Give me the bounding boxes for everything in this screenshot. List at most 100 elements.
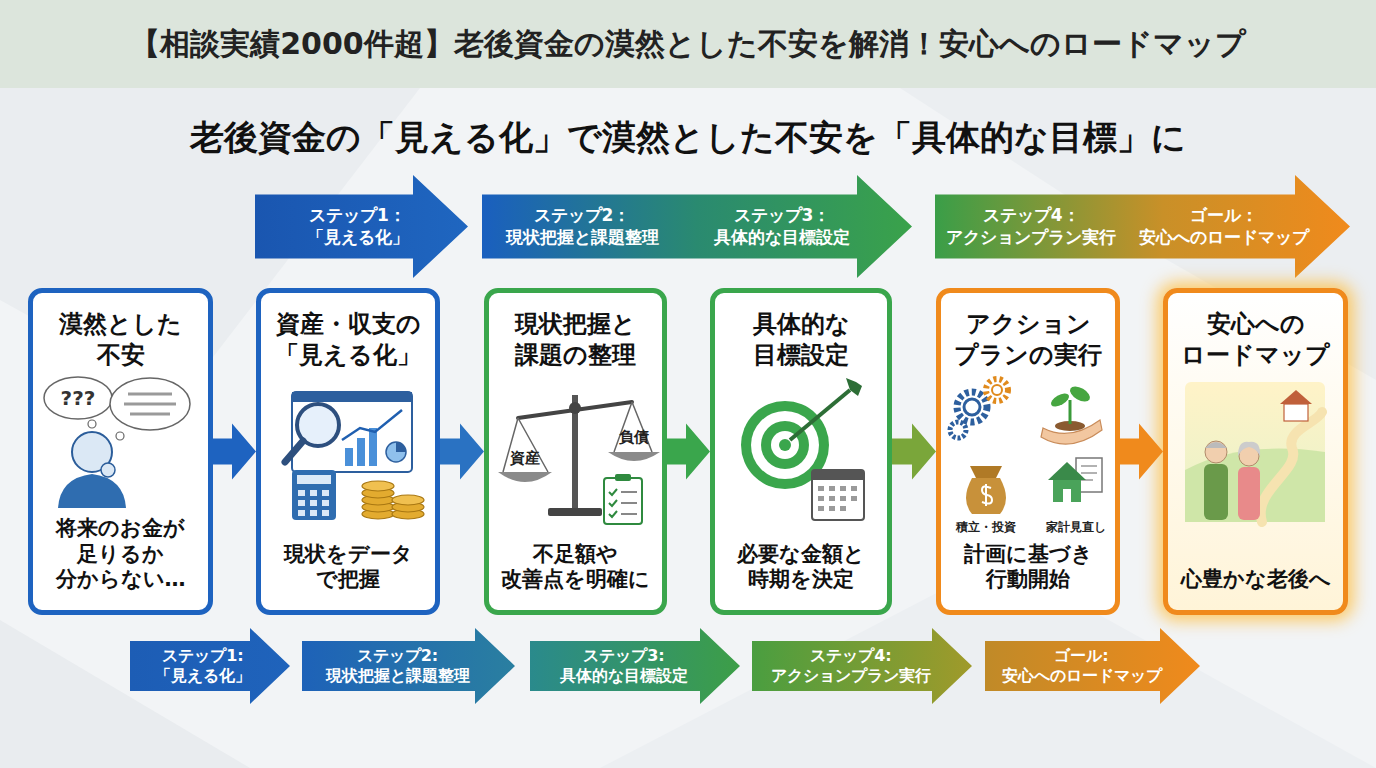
- coin: [392, 495, 424, 505]
- scale-beam: [518, 402, 632, 418]
- step-label: ステップ3: 具体的な目標設定: [540, 646, 708, 686]
- step-label: ステップ4： アクションプラン実行: [942, 205, 1120, 248]
- scribble-lines: [124, 394, 176, 414]
- step-arrow-banner: ステップ4： アクションプラン実行ゴール： 安心へのロードマップ: [935, 175, 1350, 278]
- calendar-days: [818, 486, 857, 511]
- house-wall: [1284, 404, 1308, 421]
- step-label: ステップ2： 現状把握と課題整理: [493, 205, 671, 248]
- step-label: ステップ1： 「見える化」: [269, 205, 447, 248]
- trend-line: [342, 410, 402, 440]
- house-wall: [1053, 480, 1081, 502]
- step-arrow-banner: ステップ1: 「見える化」: [130, 628, 290, 704]
- arrow-fill: [985, 628, 1200, 704]
- box-description: 不足額や 改善点を明確に: [496, 542, 656, 592]
- step-label: ゴール： 安心へのロードマップ: [1135, 205, 1313, 248]
- process-box: 安心への ロードマップ心豊かな老後へ: [1163, 288, 1348, 615]
- person-head: [1205, 441, 1227, 463]
- money-bag-knot: [970, 466, 1002, 478]
- gear: [986, 379, 1008, 401]
- person-head: [72, 432, 112, 472]
- flow-arrow: [1120, 424, 1163, 480]
- step-arrow-banner: ゴール: 安心へのロードマップ: [985, 628, 1200, 704]
- person-hair: [1205, 442, 1227, 448]
- scale-base: [548, 508, 602, 516]
- coin: [362, 481, 394, 491]
- box-heading: 具体的な 目標設定: [721, 309, 881, 371]
- document-lines: [1081, 466, 1097, 480]
- step-label: ステップ4: アクションプラン実行: [767, 646, 935, 686]
- chart-bar: [345, 448, 353, 466]
- coin: [362, 502, 394, 512]
- check-marks: [609, 489, 617, 517]
- flow-arrow: [892, 424, 936, 480]
- flow-arrow: [667, 424, 710, 480]
- plant-leaf: [1049, 391, 1071, 410]
- scale-strings: [614, 402, 652, 452]
- thought-dot: [88, 420, 96, 428]
- scale-pan: [608, 452, 660, 461]
- calendar: [812, 470, 864, 520]
- step-arrow-banner: ステップ2: 現状把握と課題整理: [302, 628, 515, 704]
- browser-window: [292, 392, 412, 472]
- data-analysis-illustration: [285, 392, 424, 520]
- document-sheet: [1076, 458, 1102, 492]
- flow-arrow: [213, 424, 256, 480]
- person-head: [1239, 446, 1259, 466]
- title-banner: [0, 0, 1376, 88]
- arrow-fill: [935, 175, 1350, 278]
- person-hair: [1238, 442, 1260, 456]
- box-description: 必要な金額と 時期を決定: [721, 542, 881, 592]
- magnifier-lens: [297, 404, 339, 446]
- target-ring: [761, 421, 809, 469]
- arrow-fill: [255, 175, 468, 278]
- pie-chart: [386, 442, 406, 462]
- step-arrow-banner: ステップ4: アクションプラン実行: [752, 628, 972, 704]
- box-description: 計画に基づき 行動開始: [948, 542, 1108, 592]
- calculator-keys: [298, 490, 329, 516]
- arrow-fill: [482, 175, 912, 278]
- clipboard-clip: [615, 474, 631, 481]
- dart-shaft: [790, 390, 850, 440]
- calendar-header: [812, 470, 864, 480]
- arrow-fill: [130, 628, 290, 704]
- flow-arrow: [440, 424, 484, 480]
- subtitle: 老後資金の「見える化」で漠然とした不安を「具体的な目標」に: [190, 115, 1186, 161]
- dart-fletching: [846, 378, 862, 396]
- plant-stem: [1069, 400, 1072, 424]
- house-roof: [1280, 390, 1312, 404]
- target-ring: [771, 431, 799, 459]
- coin: [362, 509, 394, 519]
- step-label: ゴール: 安心へのロードマップ: [998, 646, 1166, 686]
- person-hand: [101, 463, 115, 477]
- person-body: [1238, 467, 1260, 520]
- balance-scale-illustration: [498, 395, 660, 524]
- target-ring: [751, 411, 819, 479]
- worried-person-illustration: [44, 377, 190, 508]
- process-box: 具体的な 目標設定必要な金額と 時期を決定: [710, 288, 892, 615]
- coin: [392, 509, 424, 519]
- box-description: 現状をデータ で把握: [268, 542, 428, 592]
- scale-pan: [498, 472, 552, 482]
- thought-bubble: [44, 377, 112, 419]
- magnifier-handle: [285, 441, 303, 462]
- process-box: アクション プランの実行計画に基づき 行動開始: [936, 288, 1120, 615]
- box-heading: 安心への ロードマップ: [1176, 309, 1336, 371]
- step-arrow-banner: ステップ2： 現状把握と課題整理ステップ3： 具体的な目標設定: [482, 175, 912, 278]
- chart-bar: [357, 438, 365, 466]
- open-hand: [1041, 420, 1102, 444]
- soil: [1055, 421, 1085, 431]
- happy-couple-illustration: [1185, 382, 1325, 522]
- gear: [950, 422, 966, 438]
- thought-dot: [116, 432, 124, 440]
- coin: [362, 488, 394, 498]
- money-bag: [966, 478, 1006, 514]
- gear: [957, 392, 987, 422]
- window-bar: [292, 392, 412, 402]
- checklist-lines: [621, 492, 637, 514]
- scale-strings: [503, 418, 548, 472]
- chart-bar: [369, 428, 377, 466]
- scene-background: [1185, 382, 1325, 522]
- step-arrow-banner: ステップ1： 「見える化」: [255, 175, 468, 278]
- arrow-fill: [752, 628, 972, 704]
- box-heading: 漠然とした 不安: [41, 309, 201, 371]
